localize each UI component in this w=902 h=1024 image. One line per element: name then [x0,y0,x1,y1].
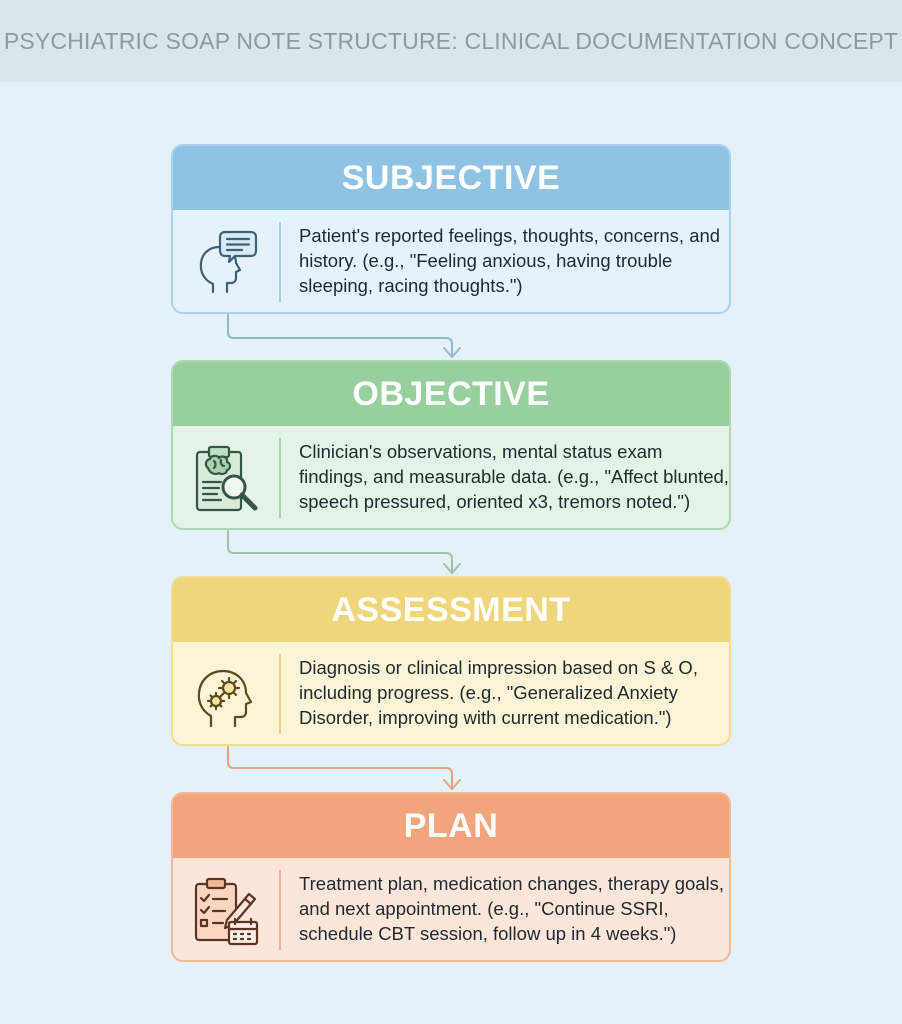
assessment-description: Diagnosis or clinical impression based o… [299,657,698,728]
page-title: PSYCHIATRIC SOAP NOTE STRUCTURE: CLINICA… [3,27,899,54]
objective-card: OBJECTIVE Clinician's observations, ment… [171,360,731,530]
clipboard-brain-magnifier-icon [195,445,258,512]
assessment-card: ASSESSMENT Diagnosis or clinical impress… [171,576,731,746]
plan-divider [279,870,281,950]
subjective-card: SUBJECTIVE Patient's reported feelings, … [171,144,731,314]
assessment-divider [279,654,281,734]
assessment-body: Diagnosis or clinical impression based o… [173,642,729,744]
plan-header: PLAN [173,794,729,858]
assessment-heading: ASSESSMENT [331,590,571,629]
arrowhead-plan [443,779,461,790]
objective-body: Clinician's observations, mental status … [173,426,729,528]
plan-card: PLAN Treatment plan, medic [171,792,731,962]
subjective-header: SUBJECTIVE [173,146,729,210]
plan-description: Treatment plan, medication changes, ther… [299,873,725,944]
arrowhead-objective [443,347,461,358]
connector-objective-assessment [227,530,453,573]
arrowhead-assessment [443,563,461,574]
plan-body: Treatment plan, medication changes, ther… [173,858,729,960]
subjective-body: Patient's reported feelings, thoughts, c… [173,210,729,312]
title-bar: PSYCHIATRIC SOAP NOTE STRUCTURE: CLINICA… [0,0,902,82]
checklist-pencil-calendar-icon [194,877,259,946]
head-speech-bubble-icon [199,230,258,294]
plan-heading: PLAN [403,806,499,845]
connector-assessment-plan [227,746,453,789]
assessment-header: ASSESSMENT [173,578,729,642]
subjective-heading: SUBJECTIVE [341,158,561,197]
objective-divider [279,438,281,518]
subjective-divider [279,222,281,302]
objective-header: OBJECTIVE [173,362,729,426]
connector-subjective-objective [227,314,453,357]
objective-description: Clinician's observations, mental status … [299,441,729,512]
head-gears-icon [197,669,253,728]
subjective-description: Patient's reported feelings, thoughts, c… [299,225,721,296]
objective-heading: OBJECTIVE [352,374,550,413]
